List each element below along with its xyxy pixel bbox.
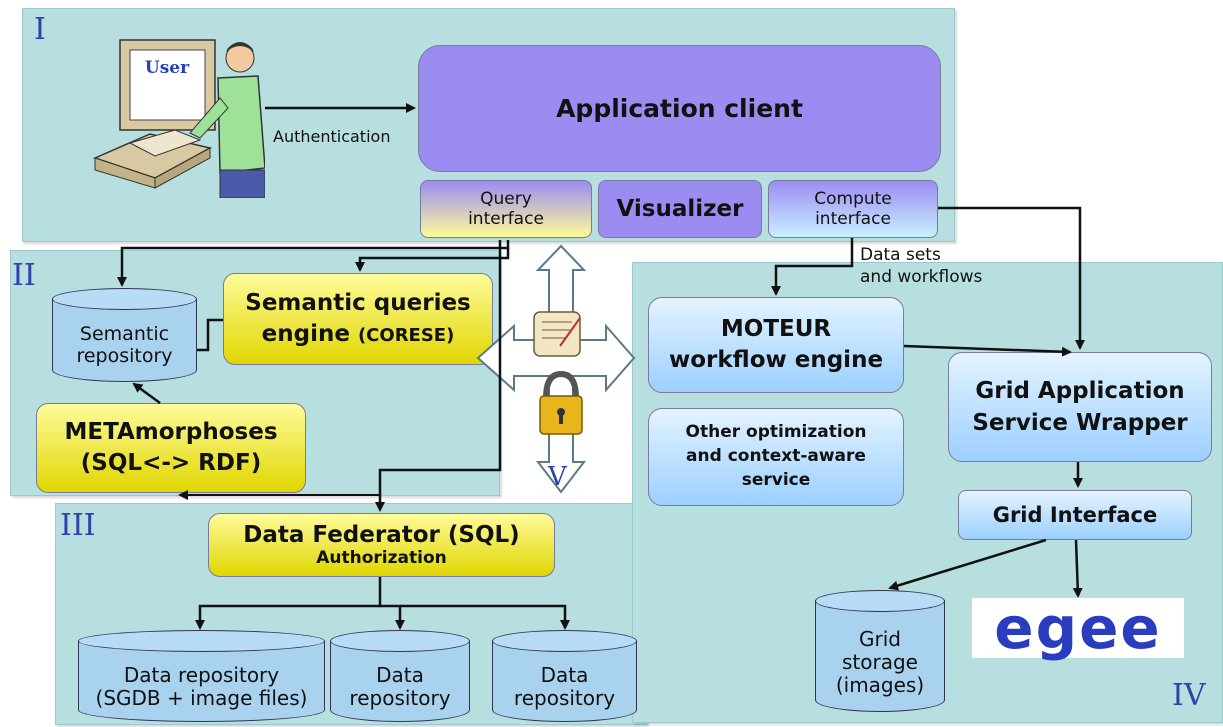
user-illustration: User [90, 38, 266, 199]
semantic-repository: Semantic repository [52, 288, 197, 382]
grid-storage-label: Grid storage (images) [835, 626, 925, 697]
compute-interface: Compute interface [768, 180, 938, 238]
semantic-queries-engine: Semantic queries engine (CORESE) [223, 273, 493, 365]
region-label-iv: IV [1172, 678, 1206, 713]
data-repository-3: Data repository [492, 630, 637, 722]
region-label-v: V [548, 462, 567, 492]
security-cross-arrow [476, 244, 636, 494]
grid-interface: Grid Interface [958, 490, 1192, 540]
region-label-ii: II [12, 258, 36, 293]
data-repository-1-label: Data repository (SGDB + image files) [95, 663, 308, 710]
data-repository-2: Data repository [330, 630, 470, 722]
data-repository-3-label: Data repository [513, 663, 616, 710]
moteur-workflow-engine: MOTEUR workflow engine [648, 297, 904, 393]
semantic-repository-label: Semantic repository [76, 323, 173, 367]
data-repository-1: Data repository (SGDB + image files) [78, 630, 325, 722]
egee-logo: egee [972, 598, 1184, 658]
semantic-engine-subtitle: engine (CORESE) [262, 319, 455, 350]
data-federator: Data Federator (SQL) Authorization [208, 513, 555, 577]
visualizer-label: Visualizer [616, 196, 744, 222]
padlock-icon [539, 370, 583, 435]
semantic-engine-corese: (CORESE) [357, 325, 455, 346]
semantic-engine-sub1: engine [261, 321, 358, 347]
data-repository-2-label: Data repository [349, 663, 451, 710]
metamorphoses: METAmorphoses (SQL<-> RDF) [36, 403, 306, 493]
data-federator-label: Data Federator (SQL) [243, 522, 520, 548]
grid-storage: Grid storage (images) [815, 590, 945, 712]
region-label-iii: III [60, 508, 96, 543]
user-label: User [144, 58, 190, 78]
user-computer-icon [92, 39, 266, 199]
authorization-label: Authorization [316, 548, 447, 568]
grid-wrapper-label: Grid Application Service Wrapper [972, 377, 1188, 436]
query-interface: Query interface [420, 180, 592, 238]
region-label-i: I [34, 12, 46, 47]
egee-logo-text: egee [994, 594, 1162, 662]
semantic-engine-title: Semantic queries [245, 289, 471, 316]
application-client-label: Application client [556, 94, 803, 123]
data-sets-label: Data sets and workflows [860, 245, 983, 288]
authentication-label: Authentication [273, 127, 391, 146]
visualizer: Visualizer [598, 180, 762, 238]
other-services-label: Other optimization and context-aware ser… [685, 422, 867, 490]
grid-interface-label: Grid Interface [992, 503, 1158, 527]
query-interface-label: Query interface [468, 188, 544, 229]
compute-interface-label: Compute interface [814, 188, 892, 229]
grid-application-service-wrapper: Grid Application Service Wrapper [948, 352, 1212, 462]
moteur-label: MOTEUR workflow engine [668, 315, 884, 373]
metamorphoses-label: METAmorphoses (SQL<-> RDF) [64, 418, 278, 476]
scroll-icon [533, 311, 581, 357]
application-client: Application client [418, 45, 941, 172]
other-optimization-service: Other optimization and context-aware ser… [648, 408, 904, 506]
